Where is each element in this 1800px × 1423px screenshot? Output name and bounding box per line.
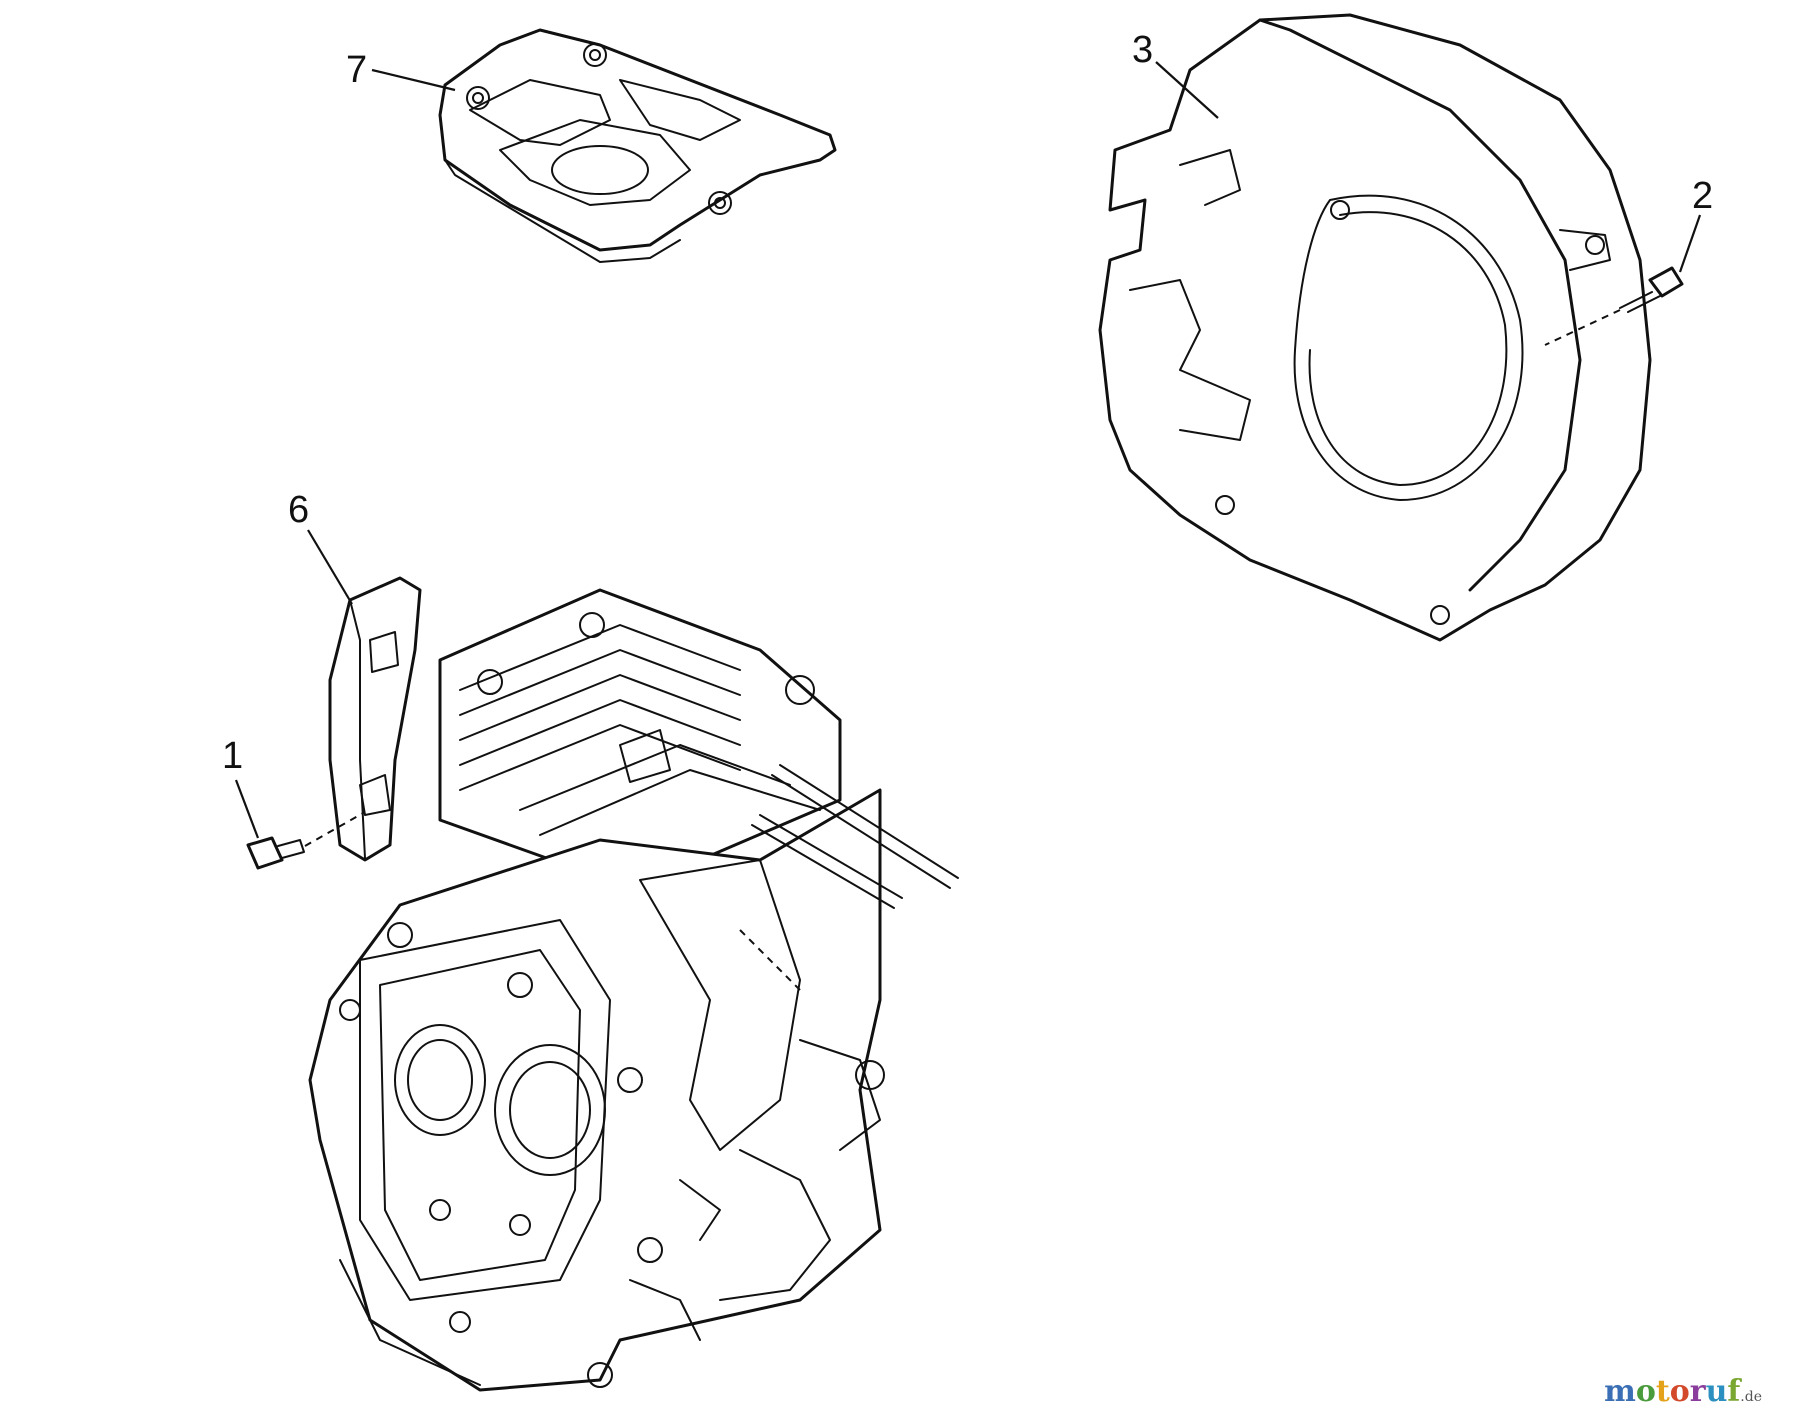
part-1-bolt (246, 811, 366, 870)
part-number-3: 3 (1132, 29, 1153, 71)
wm-letter-1: o (1635, 1374, 1656, 1409)
motoruf-watermark: motoruf.de (1604, 1374, 1762, 1409)
wm-letter-4: r (1689, 1374, 1706, 1409)
wm-letter-2: t (1655, 1374, 1670, 1409)
wm-letter-5: u (1705, 1374, 1728, 1409)
callout-1: 1 (222, 735, 260, 839)
part-6-heat-shield (328, 576, 422, 862)
part-number-2: 2 (1692, 175, 1713, 217)
callout-7: 7 (346, 49, 456, 92)
callout-2: 2 (1678, 175, 1713, 273)
engine-crankcase (308, 588, 959, 1392)
part-number-1: 1 (222, 735, 243, 777)
part-3-blower-housing (1098, 13, 1652, 642)
part-2-screw (1544, 266, 1684, 346)
callout-6: 6 (288, 489, 353, 605)
part-7-cover-plate (438, 28, 837, 263)
wm-letter-0: m (1604, 1374, 1636, 1409)
wm-tld: .de (1740, 1389, 1762, 1405)
part-number-7: 7 (346, 49, 367, 91)
wm-letter-3: o (1669, 1374, 1690, 1409)
wm-letter-6: f (1727, 1374, 1741, 1409)
part-number-6: 6 (288, 489, 309, 531)
callout-3: 3 (1132, 29, 1219, 119)
